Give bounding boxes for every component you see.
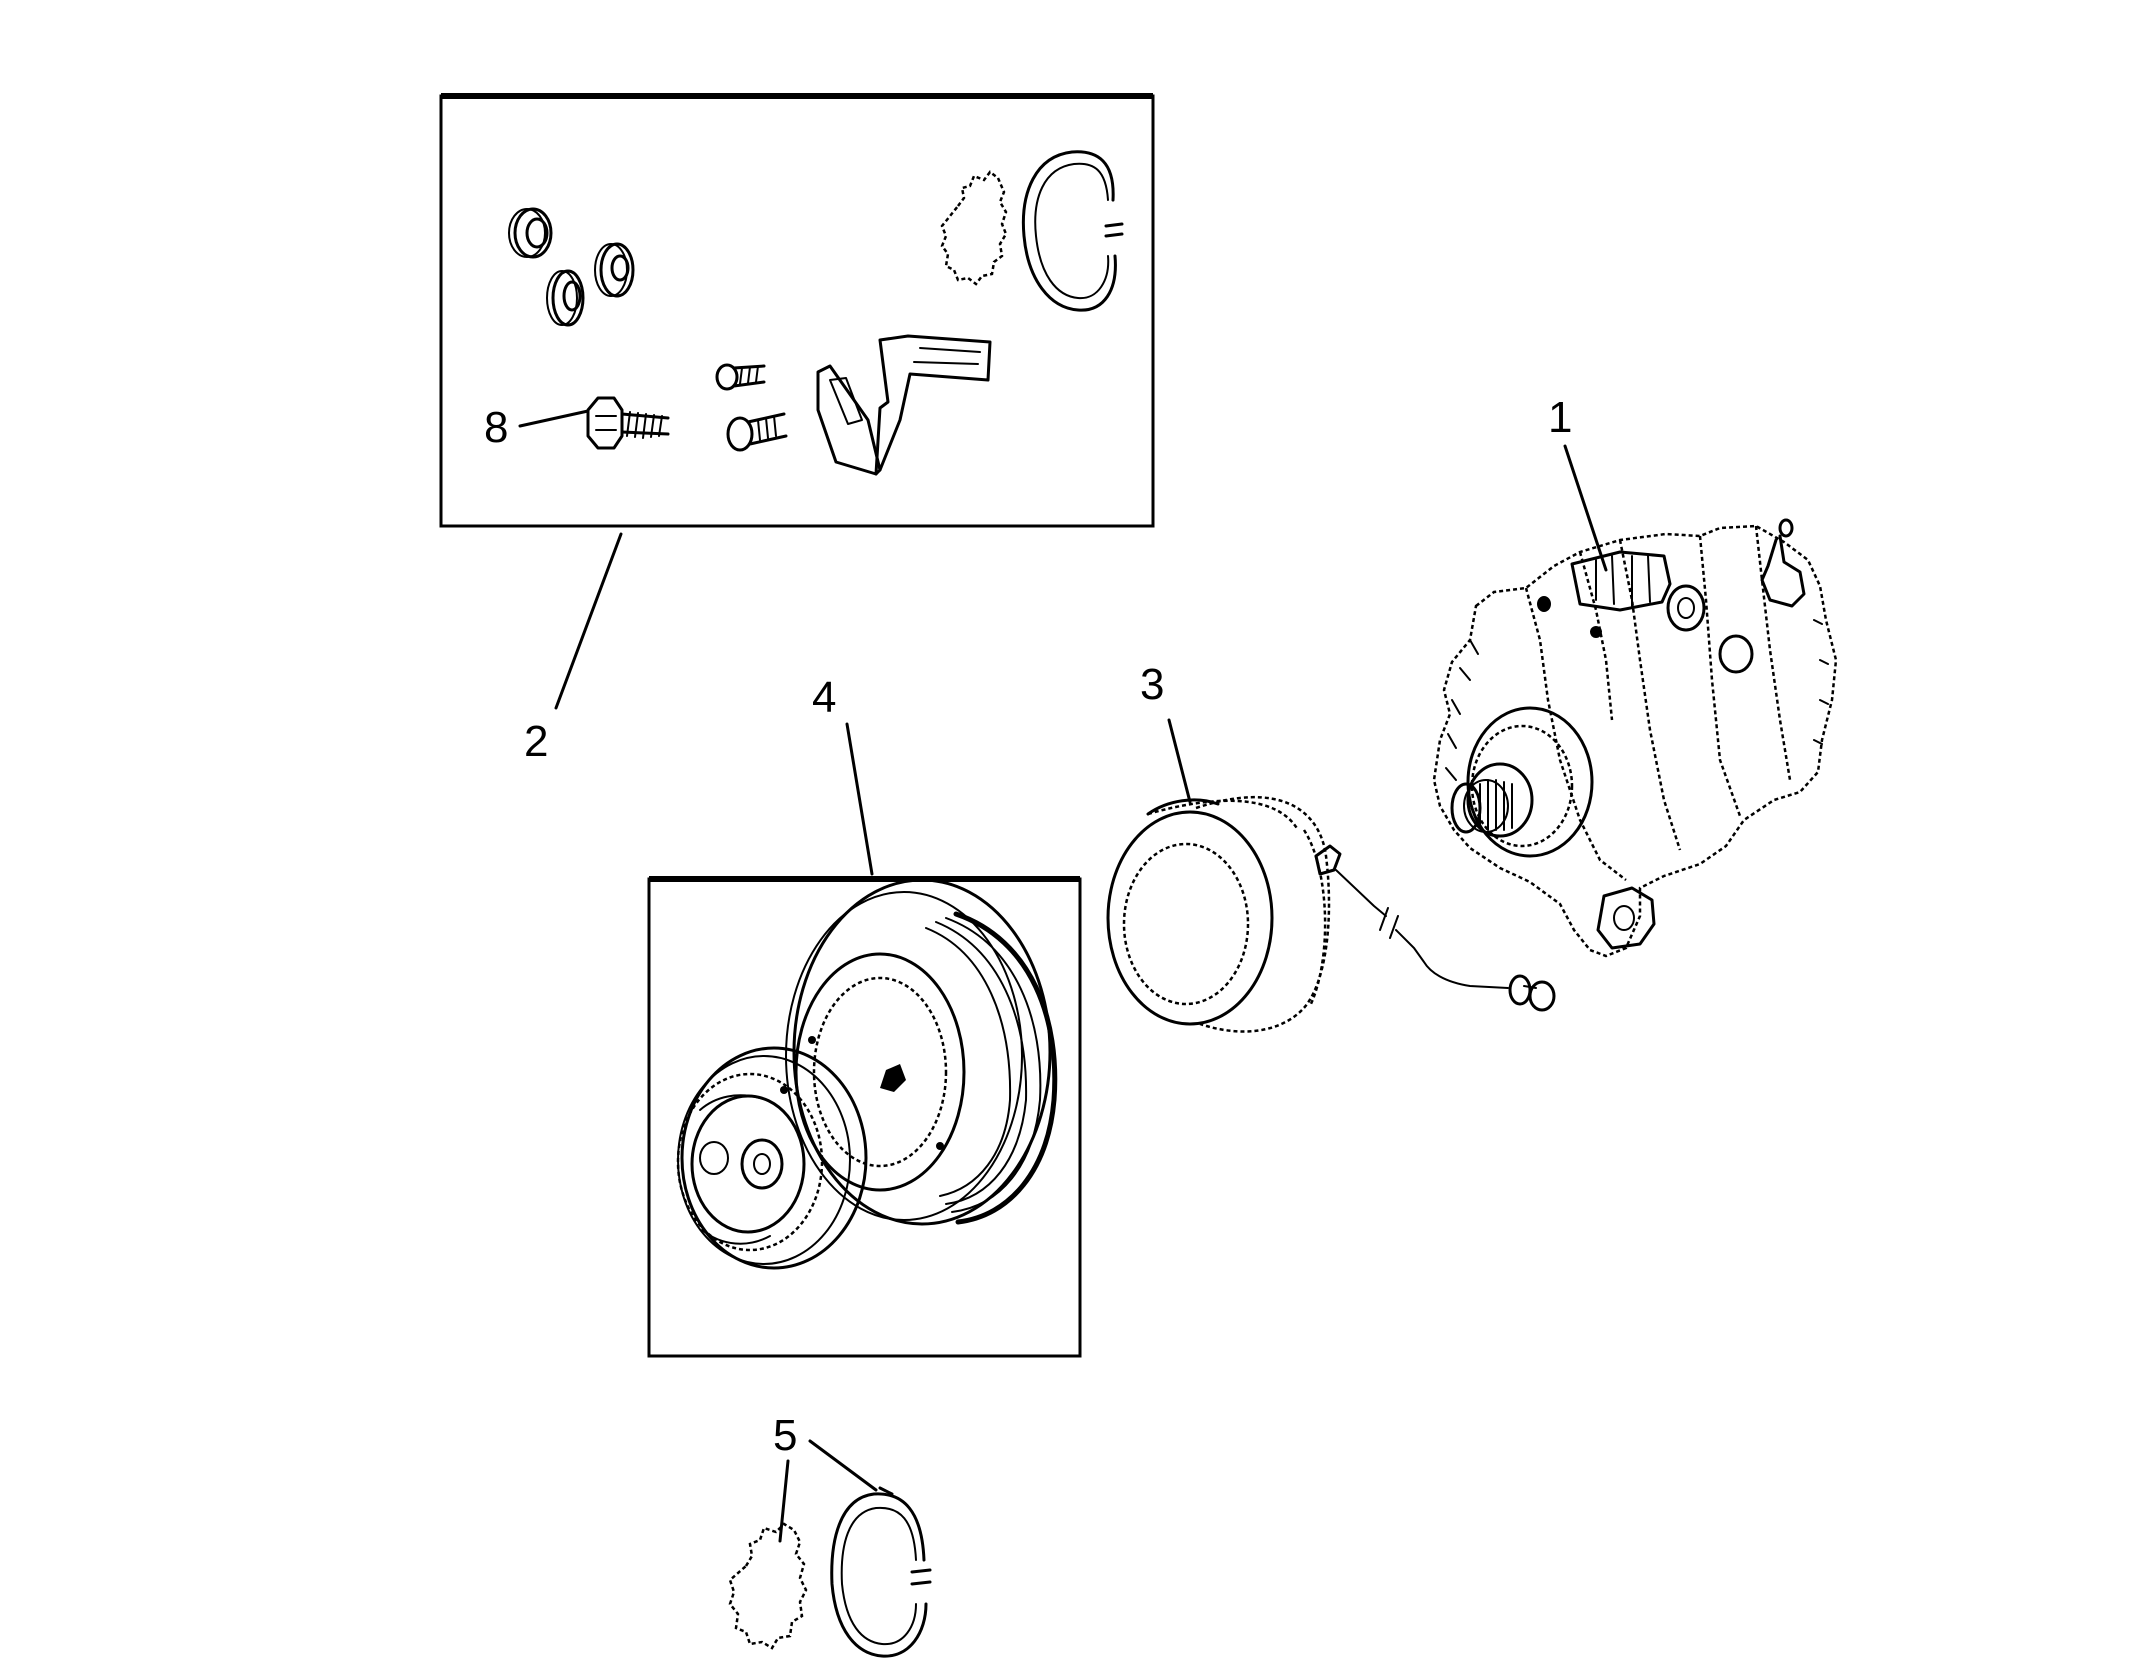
mounting-bracket <box>816 334 992 476</box>
callout-2: 2 <box>524 717 548 766</box>
leader-1 <box>1563 444 1608 572</box>
clutch-pulley <box>785 878 1058 1226</box>
leader-2 <box>554 532 623 710</box>
washer-3 <box>594 242 635 298</box>
leader-8 <box>518 409 590 428</box>
callout-5: 5 <box>773 1411 797 1460</box>
armature-plate <box>676 1046 868 1270</box>
washer-2 <box>546 269 585 327</box>
lock-washer <box>940 170 1008 286</box>
washer-1 <box>508 207 553 259</box>
field-coil <box>1106 795 1556 1033</box>
callout-4: 4 <box>812 673 836 722</box>
leader-3 <box>1167 718 1192 804</box>
callout-1: 1 <box>1548 393 1572 442</box>
leader-5b <box>808 1439 878 1492</box>
stud-lower <box>726 412 788 452</box>
stud-upper <box>715 363 766 391</box>
hex-bolt <box>586 396 670 450</box>
retainer-snap-ring <box>830 1486 932 1658</box>
callout-labels: 1 2 3 4 5 8 <box>484 393 1572 1460</box>
ac-compressor <box>1432 518 1838 958</box>
clutch-assembly-group <box>647 876 1082 1358</box>
hardware-kit-group <box>439 93 1155 528</box>
leader-lines <box>518 409 1608 1543</box>
retainer-lock-washer <box>728 1522 808 1650</box>
leader-4 <box>845 722 874 876</box>
leader-5a <box>778 1459 790 1543</box>
snap-ring <box>1021 150 1124 312</box>
callout-3: 3 <box>1140 660 1164 709</box>
callout-8: 8 <box>484 403 508 452</box>
retainer-rings <box>728 1486 932 1658</box>
